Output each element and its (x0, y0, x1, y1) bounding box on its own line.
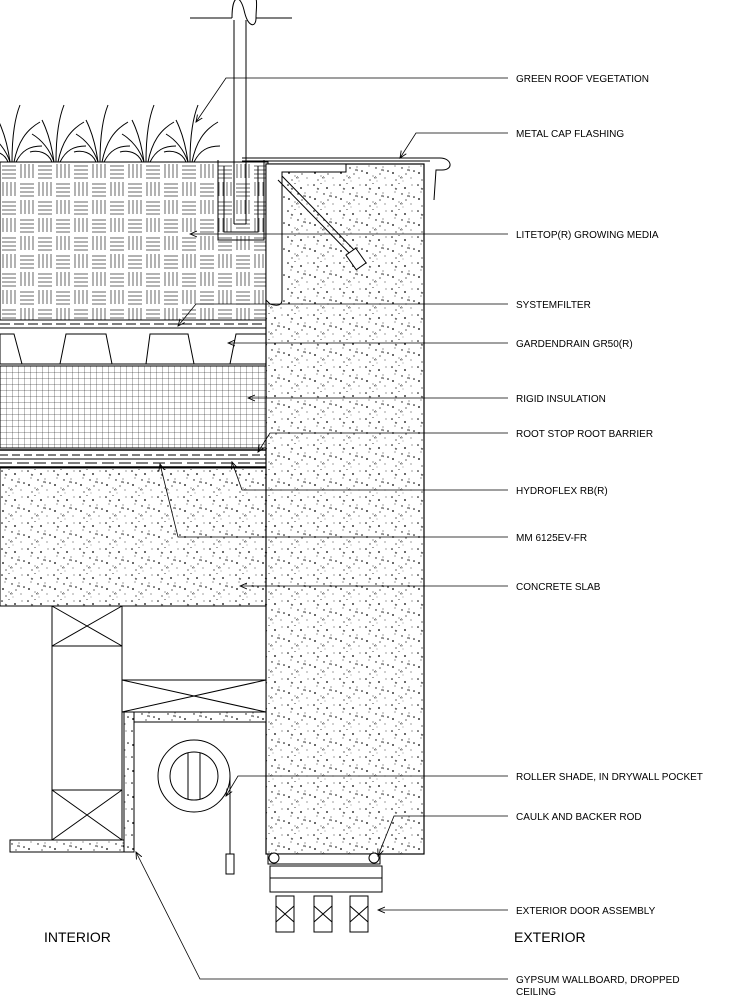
leader-lines (136, 77, 508, 980)
green-roof-vegetation (0, 104, 221, 163)
label-systemfilter: SYSTEMFILTER (516, 300, 591, 311)
label-growing-media: LITETOP(R) GROWING MEDIA (516, 230, 659, 241)
label-rigid-insulation: RIGID INSULATION (516, 394, 606, 405)
label-door-assembly: EXTERIOR DOOR ASSEMBLY (516, 906, 656, 917)
label-gardendrain: GARDENDRAIN GR50(R) (516, 339, 633, 350)
vent-pipe (190, 0, 292, 241)
label-hydroflex: HYDROFLEX RB(R) (516, 486, 608, 497)
label-green-roof-vegetation: GREEN ROOF VEGETATION (516, 74, 649, 85)
gardendrain-layer (0, 333, 269, 365)
zone-label-exterior: EXTERIOR (514, 929, 586, 945)
growing-media-layer (0, 161, 269, 321)
roller-shade (157, 739, 235, 875)
label-metal-cap-flashing: METAL CAP FLASHING (516, 129, 624, 140)
interior-framing (9, 605, 267, 853)
label-caulk: CAULK AND BACKER ROD (516, 812, 642, 823)
membrane-layers (0, 449, 268, 468)
exterior-door-assembly (267, 852, 383, 933)
label-mm-membrane: MM 6125EV-FR (516, 533, 587, 544)
label-gypsum-line1: GYPSUM WALLBOARD, DROPPED (516, 975, 680, 986)
gypsum-wallboard-pocket (123, 711, 267, 853)
label-gypsum-line2: CEILING (516, 987, 556, 998)
label-roller-shade: ROLLER SHADE, IN DRYWALL POCKET (516, 772, 703, 783)
label-concrete-slab: CONCRETE SLAB (516, 582, 601, 593)
metal-cap-flashing (242, 157, 451, 201)
label-root-barrier: ROOT STOP ROOT BARRIER (516, 429, 653, 440)
zone-label-interior: INTERIOR (44, 929, 111, 945)
concrete-wall (265, 163, 425, 855)
systemfilter-layer (0, 319, 268, 329)
rigid-insulation-layer (0, 365, 269, 449)
